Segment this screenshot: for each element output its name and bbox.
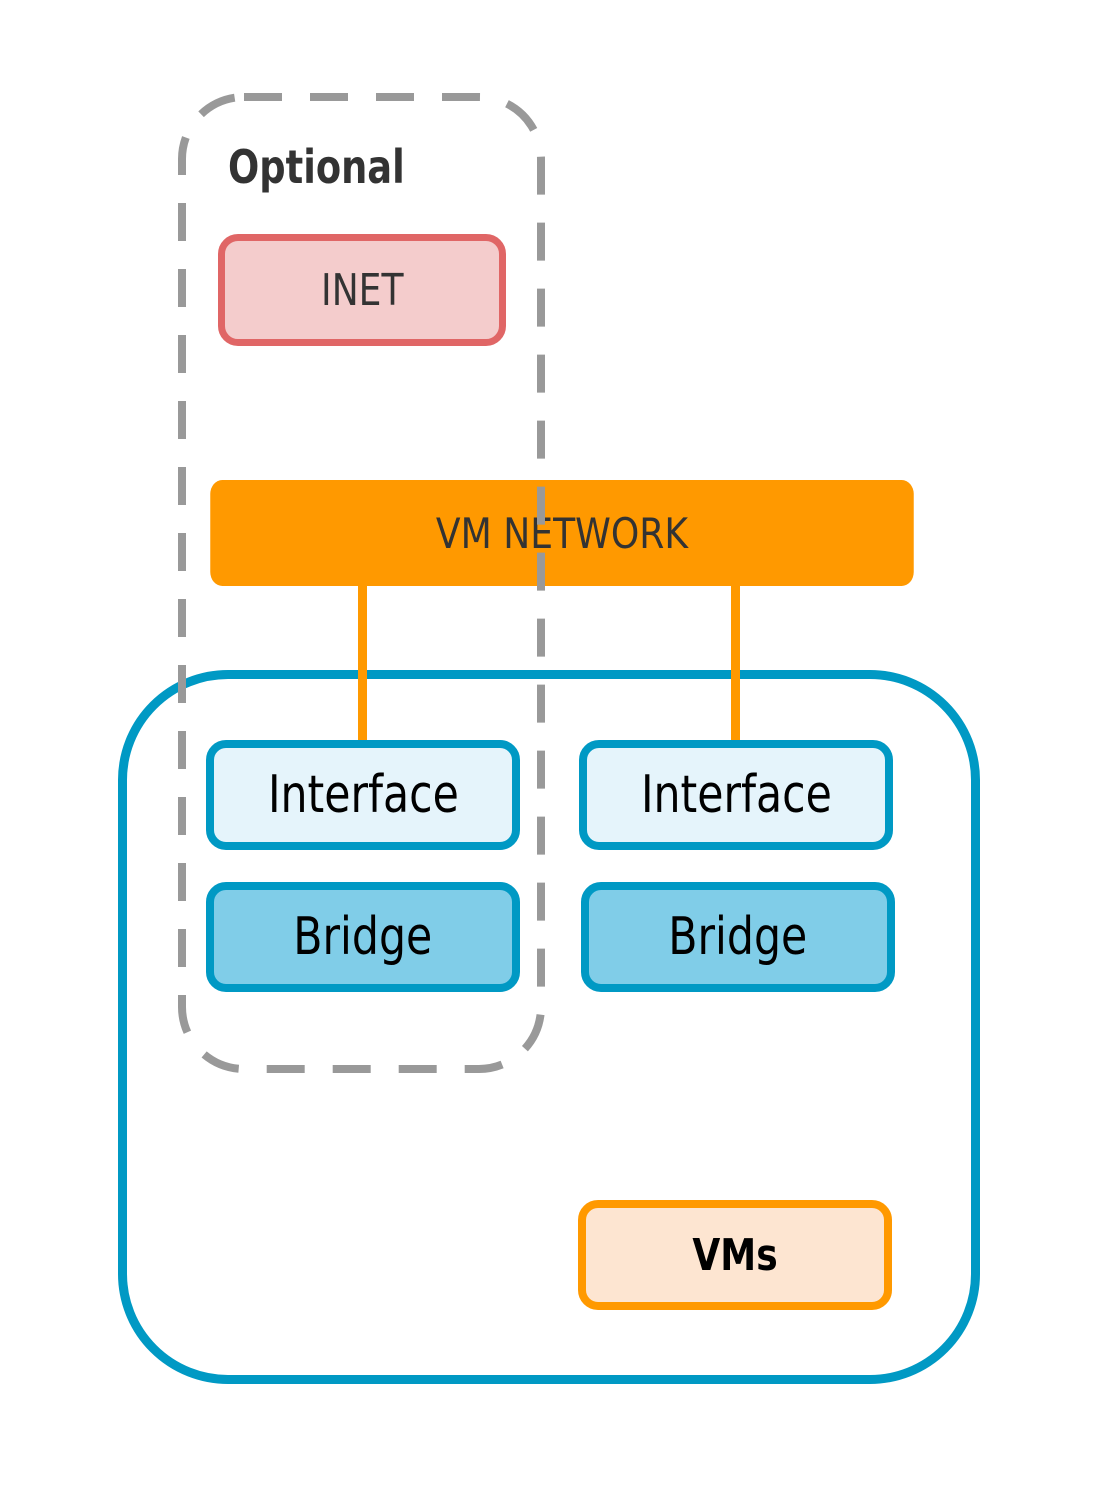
vms-label: VMs	[692, 1229, 778, 1281]
inet-node: INET	[218, 234, 506, 346]
optional-group-label: Optional	[228, 140, 449, 194]
inet-label: INET	[320, 264, 404, 316]
bridge-label: Bridge	[668, 907, 808, 967]
vms-node: VMs	[578, 1200, 892, 1310]
interface-node-right: Interface	[579, 740, 893, 850]
interface-node-left: Interface	[206, 740, 520, 850]
interface-label: Interface	[267, 765, 459, 825]
bridge-node-right: Bridge	[581, 882, 895, 992]
optional-label-text: Optional	[228, 140, 405, 194]
bridge-label: Bridge	[293, 907, 433, 967]
vm-network-node: VM NETWORK	[210, 480, 914, 586]
bridge-node-left: Bridge	[206, 882, 520, 992]
vm-network-label: VM NETWORK	[435, 508, 689, 558]
connector-network-to-interface-left	[358, 586, 367, 744]
interface-label: Interface	[640, 765, 832, 825]
connector-network-to-interface-right	[731, 586, 740, 744]
